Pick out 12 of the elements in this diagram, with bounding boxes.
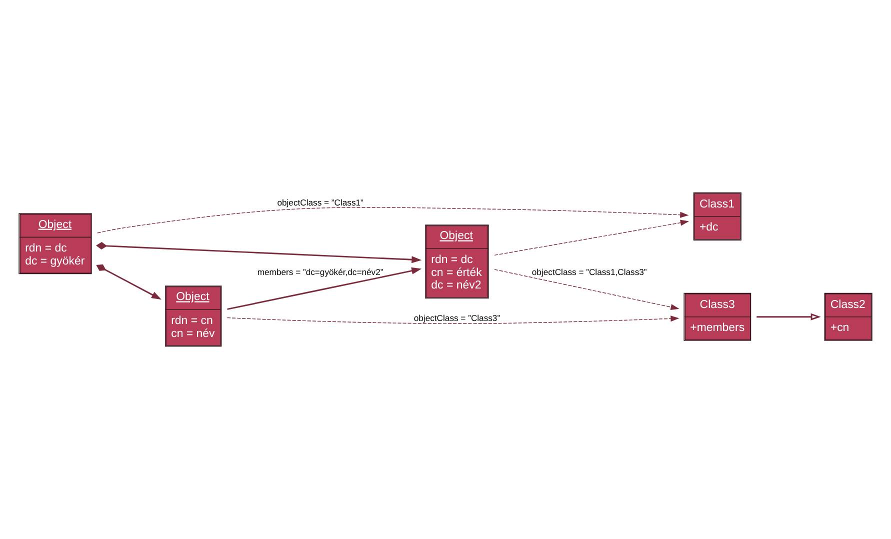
arrow [96,207,689,234]
edge-label: objectClass = ”Class1” [277,197,364,208]
arrow [494,220,690,256]
edge-label: objectClass = ”Class3” [414,312,500,323]
edge-label: members = ”dc=gyökér,dc=név2” [257,266,384,277]
edge-label: objectClass = ”Class1,Class3” [532,266,647,277]
arrow [96,242,422,264]
arrow [227,267,422,310]
arrow [756,313,821,320]
arrow [96,264,162,300]
arrow [226,316,680,324]
arrow [494,269,680,310]
